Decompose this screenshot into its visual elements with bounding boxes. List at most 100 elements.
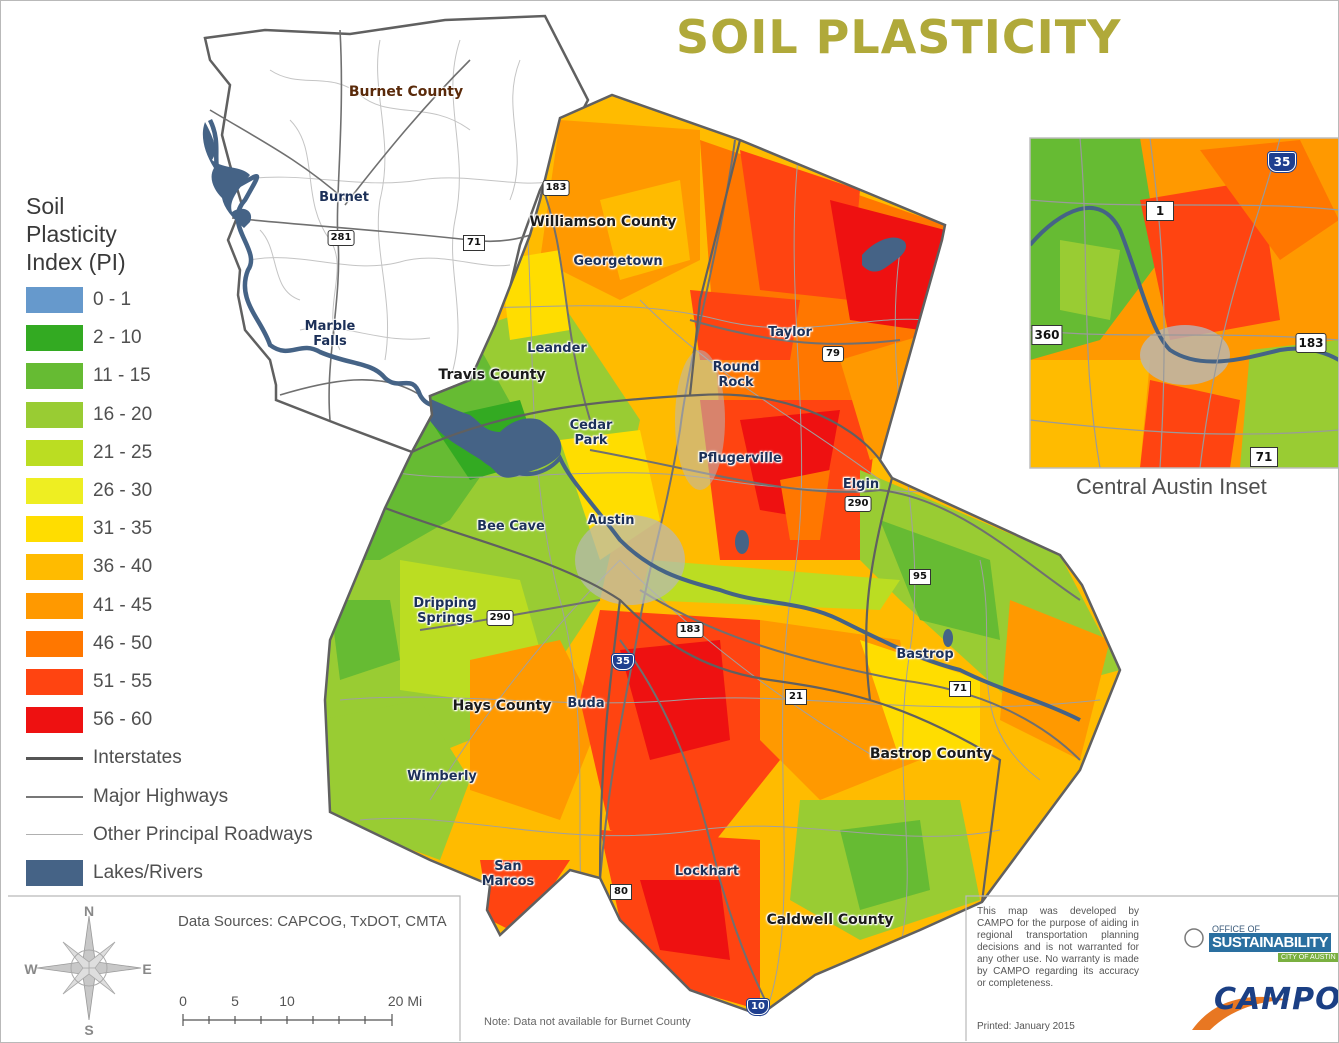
legend-swatch xyxy=(26,287,83,313)
legend-label: 21 - 25 xyxy=(93,441,153,463)
legend-label: 56 - 60 xyxy=(93,709,153,731)
campo-logo: CAMPO xyxy=(1214,982,1339,1017)
county-boundaries xyxy=(384,139,1002,903)
legend-label: 41 - 45 xyxy=(93,594,153,616)
legend-label: Other Principal Roadways xyxy=(93,823,313,845)
legend-item: 0 - 1 xyxy=(26,287,316,315)
shield-i10: 10 xyxy=(747,999,769,1015)
label-line: Round xyxy=(712,360,760,375)
city-seal-icon xyxy=(1184,928,1204,948)
label-leander: Leander xyxy=(527,341,587,356)
inset-shield-us183: 183 xyxy=(1295,333,1327,353)
legend-label: 0 - 1 xyxy=(93,289,132,310)
legend-swatch xyxy=(26,363,83,390)
data-sources: Data Sources: CAPCOG, TxDOT, CMTA xyxy=(178,913,447,930)
shield-sh95: 95 xyxy=(909,569,931,585)
decker-lake xyxy=(735,530,749,554)
legend-item: 31 - 35 xyxy=(26,516,316,544)
shield-us183-south: 183 xyxy=(676,622,704,638)
inset-shield-sh71: 71 xyxy=(1250,447,1278,467)
label-williamson-county: Williamson County xyxy=(529,214,677,230)
label-line: San xyxy=(494,859,522,874)
legend-item: 26 - 30 xyxy=(26,478,316,506)
map-title: SOIL PLASTICITY xyxy=(676,10,1122,64)
label-travis-county: Travis County xyxy=(438,367,546,383)
legend-label: 51 - 55 xyxy=(93,671,153,692)
colorado-river-burnet xyxy=(207,118,452,417)
legend-label: Lakes/Rivers xyxy=(93,862,203,883)
legend-label: 2 - 10 xyxy=(93,327,142,349)
oos-logo: SUSTAINABILITY xyxy=(1209,933,1332,952)
legend-item: 11 - 15 xyxy=(26,363,316,391)
inset-shield-loop1: 1 xyxy=(1146,201,1174,221)
legend-item: 46 - 50 xyxy=(26,630,316,659)
legend-item: 51 - 55 xyxy=(26,669,316,697)
legend-swatch xyxy=(26,860,83,886)
compass-east-label: E xyxy=(142,961,152,977)
legend-title-line: Index (PI) xyxy=(26,249,126,275)
scale-label: 5 xyxy=(231,993,239,1009)
label-bee-cave: Bee Cave xyxy=(477,519,545,534)
urban-core xyxy=(575,350,725,605)
legend-title-line: Soil xyxy=(26,193,65,219)
legend-item: 36 - 40 xyxy=(26,554,316,582)
shield-us79: 79 xyxy=(822,346,844,362)
shield-sh21: 21 xyxy=(785,689,807,705)
legend-title-line: Plasticity xyxy=(26,221,117,247)
label-hays-county: Hays County xyxy=(452,698,552,714)
legend-swatch xyxy=(26,401,83,428)
label-lockhart: Lockhart xyxy=(674,864,740,879)
scale-label: 20 Mi xyxy=(387,993,423,1009)
legend-line-symbol xyxy=(26,795,83,798)
legend-line-symbol xyxy=(26,833,83,835)
inset-map[interactable] xyxy=(1029,137,1339,469)
legend-swatch xyxy=(26,669,83,695)
label-burnet-county: Burnet County xyxy=(348,84,464,100)
legend-swatch xyxy=(26,478,83,504)
printed-date: Printed: January 2015 xyxy=(977,1021,1075,1032)
label-line: Cedar xyxy=(569,418,613,433)
legend-swatch xyxy=(26,516,83,543)
shield-sh80: 80 xyxy=(610,884,632,900)
legend-line-item: Major Highways xyxy=(26,784,316,812)
label-line: Marcos xyxy=(481,874,535,889)
legend-item: 56 - 60 xyxy=(26,707,316,735)
label-burnet-city: Burnet xyxy=(319,190,369,205)
legend-lakes-item: Lakes/Rivers xyxy=(26,860,316,888)
label-line: Dripping xyxy=(413,596,477,611)
compass-north-label: N xyxy=(83,903,95,919)
label-buda: Buda xyxy=(567,696,605,711)
legend-label: 36 - 40 xyxy=(93,556,153,578)
label-bastrop-county: Bastrop County xyxy=(869,746,993,762)
inset-caption: Central Austin Inset xyxy=(1076,474,1267,499)
oos-logo-small: OFFICE OF xyxy=(1212,924,1260,934)
legend-line-symbol xyxy=(26,757,83,761)
compass-west-label: W xyxy=(24,961,38,977)
shield-i35: 35 xyxy=(612,654,634,670)
legend-label: Interstates xyxy=(93,747,182,769)
legend-label: 16 - 20 xyxy=(93,403,153,425)
campo-swoosh xyxy=(1192,996,1290,1030)
legend-label: 26 - 30 xyxy=(93,480,153,501)
label-wimberly: Wimberly xyxy=(407,769,477,784)
label-elgin: Elgin xyxy=(842,477,880,492)
label-pflugerville: Pflugerville xyxy=(698,451,782,466)
inset-shield-i35: 35 xyxy=(1268,152,1296,172)
label-line: Springs xyxy=(417,611,473,626)
scale-label: 10 xyxy=(279,993,295,1009)
legend-swatch xyxy=(26,439,83,466)
legend-label: Major Highways xyxy=(93,785,229,807)
scale-label: 0 xyxy=(179,993,187,1009)
legend-line-item: Other Principal Roadways xyxy=(26,822,316,850)
lake-bastrop xyxy=(943,629,953,647)
shield-us290-dripping: 290 xyxy=(486,610,514,626)
label-caldwell-county: Caldwell County xyxy=(766,912,894,928)
compass-south-label: S xyxy=(84,1022,94,1038)
label-taylor: Taylor xyxy=(768,325,812,340)
legend-label: 46 - 50 xyxy=(93,632,153,654)
label-line: Falls xyxy=(313,334,347,349)
